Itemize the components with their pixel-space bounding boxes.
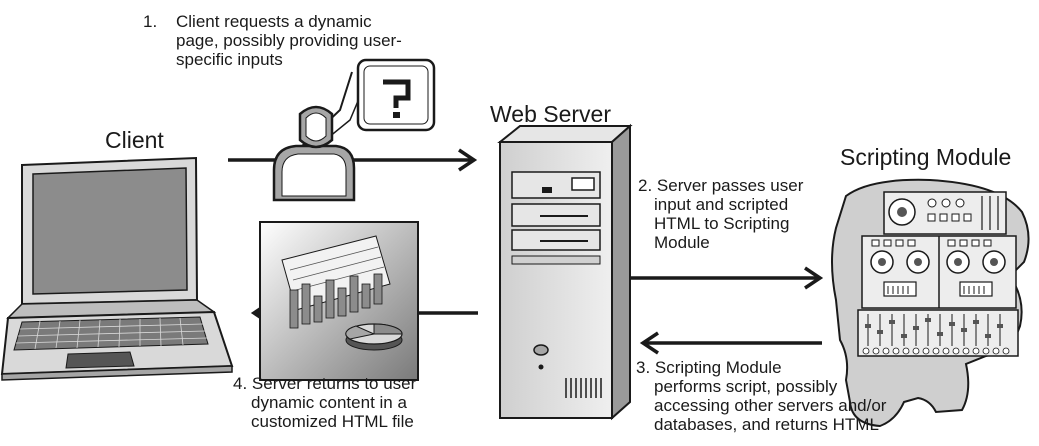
user-icon	[272, 105, 356, 202]
server-tower-icon	[497, 123, 633, 421]
step-2-line: input and scripted	[654, 195, 789, 215]
web-server-label: Web Server	[490, 101, 612, 127]
step-1-line: specific inputs	[176, 50, 283, 70]
step-1-line: Client requests a dynamic	[176, 12, 372, 31]
step-2-text: 2. Server passes user input and scripted…	[638, 176, 803, 252]
step-3-line: 3. Scripting Module	[636, 358, 782, 377]
step-4-line: 4. Server returns to user	[233, 374, 417, 393]
step-1-text: Client requests a dynamic page, possibly…	[176, 12, 402, 69]
step-3-line: performs script, possibly	[654, 377, 838, 397]
step-2-line: 2. Server passes user	[638, 176, 804, 195]
report-chart-icon	[259, 221, 419, 381]
step-4-line: dynamic content in a	[251, 393, 407, 413]
head-with-tape-machines-icon	[831, 178, 1030, 428]
arrow-scripting-to-server	[639, 331, 822, 355]
laptop-icon	[0, 156, 234, 381]
scripting-module-label: Scripting Module	[840, 144, 1012, 170]
step-4-line: customized HTML file	[251, 412, 414, 432]
step-2-line: Module	[654, 233, 710, 253]
arrow-server-to-scripting	[617, 266, 824, 290]
step-3-text: 3. Scripting Module performs script, pos…	[636, 358, 886, 434]
step-3-line: databases, and returns HTML	[654, 415, 879, 435]
step-1-line: page, possibly providing user-	[176, 31, 402, 51]
step-1-number: 1.	[143, 12, 158, 31]
step-3-line: accessing other servers and/or	[654, 396, 887, 416]
step-4-text: 4. Server returns to user dynamic conten…	[233, 374, 416, 431]
step-2-line: HTML to Scripting	[654, 214, 790, 234]
client-label: Client	[105, 127, 164, 153]
